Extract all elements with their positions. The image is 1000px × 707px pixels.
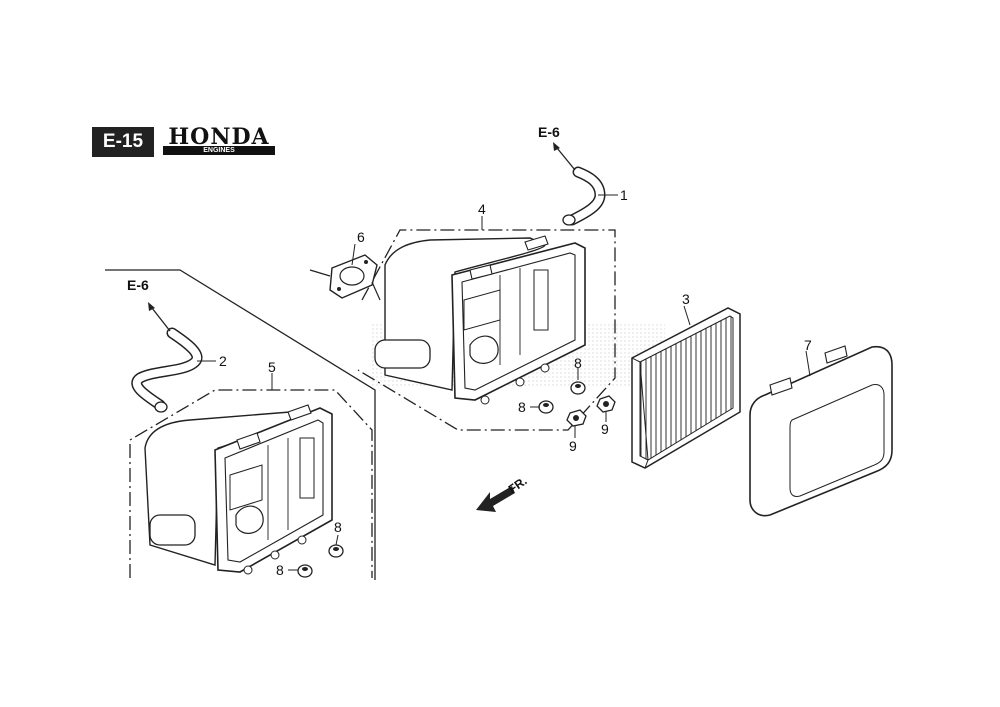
part-1-breather-tube [553, 142, 606, 226]
lower-section-divider [105, 269, 376, 580]
part-8-grommet-lower-a [328, 544, 344, 558]
callout-part-6: 6 [357, 229, 365, 245]
part-9-nut-a [566, 409, 587, 427]
part-8-grommet-upper-a [570, 381, 586, 395]
part-8-grommet-upper-b [538, 400, 554, 414]
reference-label-top: E-6 [538, 124, 560, 140]
brand-subtitle: ENGINES [203, 147, 235, 154]
reference-label-left: E-6 [127, 277, 149, 293]
part-7-air-cleaner-cover [749, 345, 893, 517]
callout-part-4: 4 [478, 201, 486, 217]
brand-logo: HONDA ENGINES [163, 124, 275, 156]
callout-part-9-a: 9 [569, 438, 577, 454]
leader-lines [197, 194, 811, 571]
part-8-grommet-lower-b [297, 564, 313, 578]
part-5-air-cleaner-case [144, 404, 333, 575]
callout-part-8-lower-a: 8 [334, 519, 342, 535]
callout-part-1: 1 [620, 187, 628, 203]
part-2-breather-tube [131, 302, 203, 413]
part-9-nut-b [596, 395, 616, 413]
callout-part-3: 3 [682, 291, 690, 307]
callout-part-8-upper-b: 8 [518, 399, 526, 415]
callout-part-2: 2 [219, 353, 227, 369]
callout-part-9-b: 9 [601, 421, 609, 437]
section-code-badge: E-15 [92, 127, 154, 157]
lower-assembly-frame [129, 389, 373, 578]
brand-name: HONDA [168, 124, 270, 150]
front-direction-arrow [476, 486, 515, 512]
brand-bar [163, 146, 275, 155]
part-6-gasket [309, 254, 381, 301]
part-4-air-cleaner-case [374, 235, 586, 405]
callout-part-8-lower-b: 8 [276, 562, 284, 578]
part-3-air-filter [631, 307, 741, 469]
callout-part-7: 7 [804, 337, 812, 353]
callout-part-8-upper-a: 8 [574, 355, 582, 371]
callout-part-5: 5 [268, 359, 276, 375]
